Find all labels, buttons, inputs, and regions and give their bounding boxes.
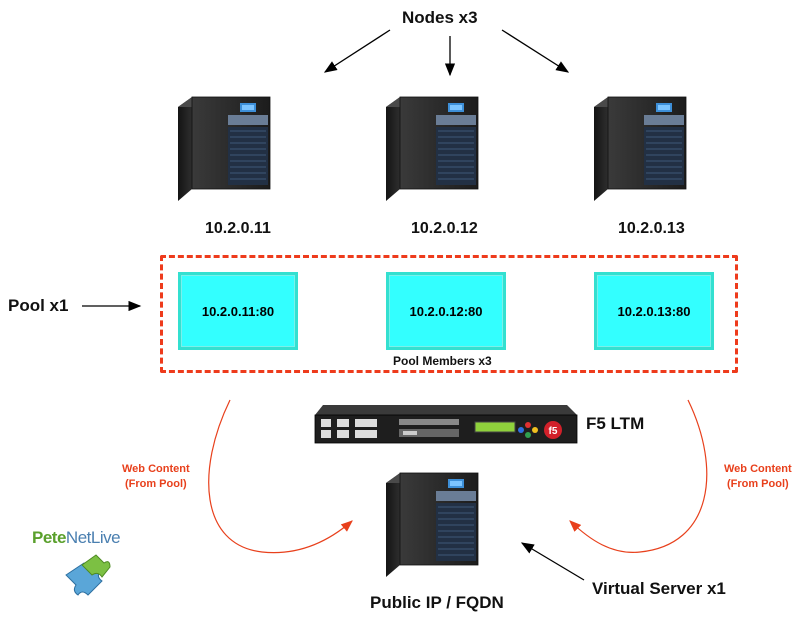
nodes-title: Nodes x3 — [402, 8, 478, 27]
web-content-flow-right — [569, 399, 708, 553]
f5-ltm-appliance-icon: f5 — [314, 405, 578, 444]
arrow-to-node-3 — [501, 29, 570, 73]
arrow-to-node-1 — [323, 29, 391, 73]
puzzle-logo-icon — [65, 554, 111, 596]
logo-text-netlive: NetLive — [65, 528, 121, 547]
pool-members-label: Pool Members x3 — [393, 354, 492, 368]
node-ip-3: 10.2.0.13 — [618, 220, 685, 237]
virtual-server-label: Virtual Server x1 — [592, 579, 726, 598]
svg-text:f5: f5 — [549, 426, 558, 437]
web-content-label-left: Web Content (From Pool) — [122, 462, 190, 492]
server-icon-node-2 — [385, 96, 479, 202]
logo-text-pete: Pete — [32, 528, 66, 547]
pool-member-3: 10.2.0.13:80 — [594, 272, 714, 350]
web-content-line2-left: (From Pool) — [124, 478, 187, 490]
petenetlive-logo: PeteNetLive — [32, 528, 121, 548]
pool-member-2: 10.2.0.12:80 — [386, 272, 506, 350]
pool-label: Pool x1 — [8, 296, 69, 315]
server-icon-node-3 — [593, 96, 687, 202]
pool-boundary — [160, 255, 738, 373]
f5-ltm-label: F5 LTM — [586, 414, 645, 433]
pool-member-1: 10.2.0.11:80 — [178, 272, 298, 350]
web-content-flow-left — [208, 399, 353, 554]
web-content-label-right: Web Content (From Pool) — [724, 462, 792, 492]
arrow-to-virtual-server — [520, 542, 585, 581]
node-ip-2: 10.2.0.12 — [411, 220, 478, 237]
server-icon-node-1 — [177, 96, 271, 202]
public-ip-fqdn-label: Public IP / FQDN — [370, 593, 504, 612]
node-ip-1: 10.2.0.11 — [205, 220, 271, 237]
web-content-line1-left: Web Content — [122, 463, 190, 475]
server-icon-virtual-server — [385, 472, 479, 578]
web-content-line2-right: (From Pool) — [726, 478, 789, 490]
web-content-line1-right: Web Content — [724, 463, 792, 475]
